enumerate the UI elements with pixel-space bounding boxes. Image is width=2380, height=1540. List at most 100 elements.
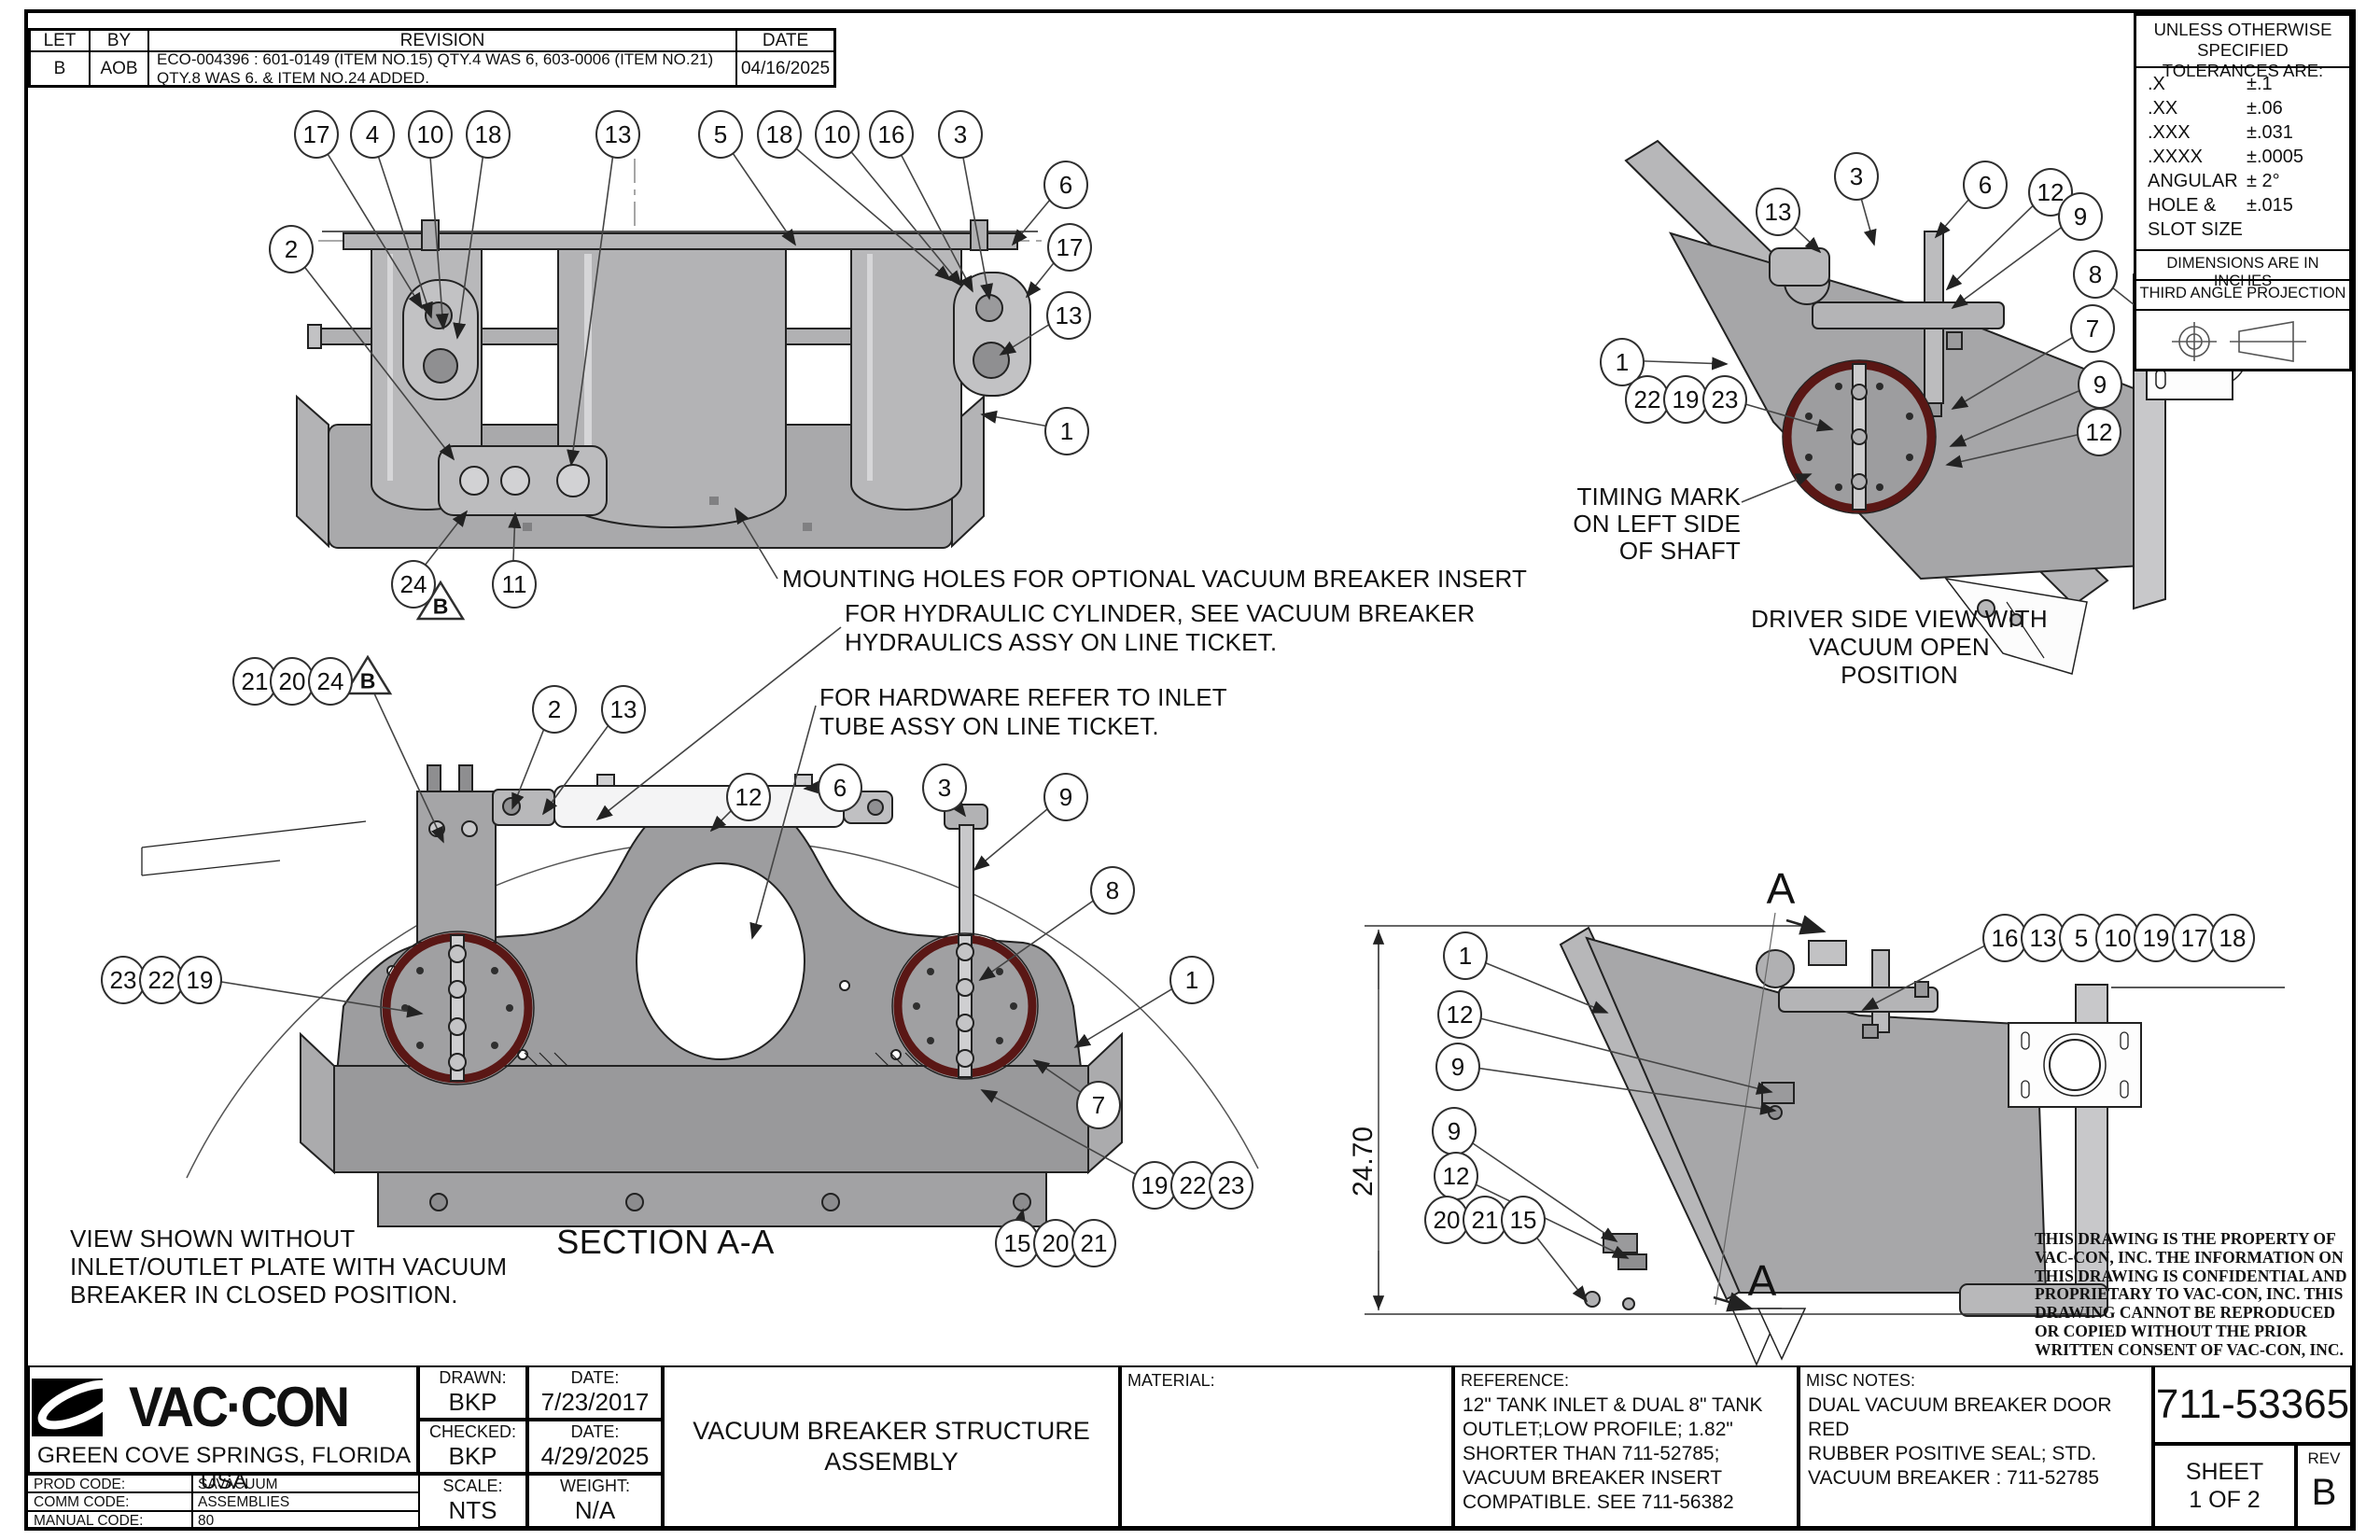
drawn-date-value: 7/23/2017 [540, 1388, 650, 1416]
dimension-24-70: 24.70 [1348, 1126, 1379, 1197]
item-balloon: 9 [2058, 192, 2103, 241]
tol-label-xxxx: .XXXX [2148, 147, 2203, 167]
misc-notes-label: MISC NOTES: [1806, 1371, 1916, 1390]
note-hardware: FOR HARDWARE REFER TO INLET TUBE ASSY ON… [819, 683, 1227, 740]
drawn-date-cell: DATE: 7/23/2017 [527, 1365, 663, 1420]
item-balloon: 2 [269, 225, 314, 273]
item-balloon: 1 [1443, 931, 1488, 980]
tol-value-xxxx: ±.0005 [2247, 147, 2304, 167]
scale-value: NTS [448, 1496, 497, 1524]
logo-wordmark: VAC·CON [129, 1375, 350, 1438]
section-marker-letter: A [1766, 864, 1796, 913]
tol-label-xx: .XX [2148, 98, 2178, 119]
manual-code-value: 80 [198, 1512, 215, 1529]
sheet-value: 1 OF 2 [2189, 1487, 2261, 1513]
item-balloon: 12 [1434, 1152, 1478, 1200]
item-balloon: 1 [1169, 956, 1214, 1004]
drawing-title: VACUUM BREAKER STRUCTURE ASSEMBLY [693, 1417, 1090, 1476]
item-balloon: 13 [1756, 188, 1800, 236]
tol-value-angular: ± 2° [2247, 171, 2280, 191]
rev-label: REV [2307, 1449, 2341, 1467]
item-balloon: 10 [408, 110, 453, 159]
revision-table: LET BY REVISION DATE B AOB ECO-004396 : … [28, 28, 836, 88]
scale-label: SCALE: [442, 1477, 503, 1495]
note-timing-mark: TIMING MARK ON LEFT SIDE OF SHAFT [1573, 483, 1741, 565]
prod-code-value: SAVACUUM [198, 1477, 278, 1492]
tol-label-slot: SLOT SIZE [2148, 219, 2243, 240]
item-balloon: 5 [698, 110, 743, 159]
prod-code-label: PROD CODE: [34, 1477, 126, 1492]
item-balloon: 3 [922, 763, 967, 812]
rev-description: ECO-004396 : 601-0149 (ITEM NO.15) QTY.4… [149, 50, 737, 87]
scale-cell: SCALE: NTS [418, 1474, 527, 1528]
comm-code-row: COMM CODE: ASSEMBLIES [28, 1491, 418, 1511]
material-label: MATERIAL: [1127, 1371, 1215, 1390]
sheet-label: SHEET [2185, 1459, 2264, 1485]
drawn-value: BKP [448, 1388, 497, 1416]
rev-by: AOB [91, 52, 149, 85]
tol-value-xx: ±.06 [2247, 98, 2283, 119]
sheet-cell: SHEET 1 OF 2 [2153, 1444, 2296, 1528]
item-balloon: 24 [308, 657, 353, 706]
tol-value-x: ±.1 [2247, 74, 2273, 94]
confidentiality-notice: THIS DRAWING IS THE PROPERTY OF VAC-CON,… [2035, 1229, 2347, 1359]
third-angle-projection-icon [2172, 321, 2306, 362]
comm-code-label: COMM CODE: [34, 1494, 130, 1511]
item-balloon: 17 [2172, 914, 2217, 962]
flag-note-triangle: B [432, 594, 449, 619]
item-balloon: 7 [2070, 304, 2115, 353]
rev-col-revision: REVISION [149, 31, 737, 52]
checked-date-label: DATE: [570, 1422, 620, 1441]
drawing-title-cell: VACUUM BREAKER STRUCTURE ASSEMBLY [663, 1365, 1120, 1528]
tol-label-x: .X [2148, 74, 2165, 94]
item-balloon: 10 [815, 110, 860, 159]
weight-cell: WEIGHT: N/A [527, 1474, 663, 1528]
item-balloon: 3 [1834, 152, 1879, 201]
comm-code-value: ASSEMBLIES [198, 1494, 290, 1511]
note-mounting-holes: MOUNTING HOLES FOR OPTIONAL VACUUM BREAK… [782, 565, 1528, 593]
checked-date-value: 4/29/2025 [540, 1442, 650, 1470]
caption-driver-side-view: DRIVER SIDE VIEW WITH VACUUM OPEN POSITI… [1751, 605, 2048, 689]
prod-code-row: PROD CODE: SAVACUUM [28, 1474, 418, 1492]
rev-col-by: BY [91, 31, 149, 52]
vaccon-logo-icon [32, 1379, 119, 1436]
item-balloon: 13 [1046, 291, 1091, 340]
checked-date-cell: DATE: 4/29/2025 [527, 1420, 663, 1474]
tol-label-xxx: .XXX [2148, 122, 2191, 143]
drawn-cell: DRAWN: BKP [418, 1365, 527, 1420]
item-balloon: 9 [1432, 1107, 1477, 1155]
misc-notes-cell: MISC NOTES: DUAL VACUUM BREAKER DOOR RED… [1799, 1365, 2153, 1528]
drawing-number-cell: 711-53365 [2153, 1365, 2352, 1444]
item-balloon: 12 [2077, 408, 2121, 456]
dimensions-note: DIMENSIONS ARE IN INCHES [2166, 255, 2319, 289]
tol-value-hole: ±.015 [2247, 195, 2293, 216]
item-balloon: 16 [869, 110, 914, 159]
item-balloon: 9 [1435, 1043, 1480, 1091]
item-balloon: 12 [1437, 990, 1482, 1039]
item-balloon: 23 [1209, 1161, 1253, 1210]
item-balloon: 6 [1043, 161, 1088, 209]
item-balloon: 10 [2095, 914, 2140, 962]
item-balloon: 18 [2210, 914, 2255, 962]
item-balloon: 8 [2073, 250, 2118, 299]
rev-cell: REV B [2296, 1444, 2352, 1528]
material-cell: MATERIAL: [1120, 1365, 1453, 1528]
item-balloon: 23 [101, 956, 146, 1004]
reference-text: 12" TANK INLET & DUAL 8" TANK OUTLET;LOW… [1463, 1394, 1763, 1513]
section-marker-letter: A [1747, 1256, 1777, 1305]
item-balloon: 19 [1663, 375, 1708, 424]
item-balloon: 23 [1702, 375, 1747, 424]
item-balloon: 2 [532, 685, 577, 734]
rev-col-date: DATE [737, 31, 833, 52]
tol-value-xxx: ±.031 [2247, 122, 2293, 143]
item-balloon: 8 [1090, 866, 1135, 915]
item-balloon: 13 [595, 110, 640, 159]
caption-section-aa: SECTION A-A [556, 1223, 775, 1261]
rev-col-let: LET [31, 31, 91, 52]
reference-label: REFERENCE: [1461, 1371, 1570, 1390]
drawn-date-label: DATE: [570, 1368, 620, 1387]
flag-note-triangle: B [359, 668, 376, 693]
item-balloon: 1 [1044, 407, 1089, 455]
item-balloon: 21 [1071, 1219, 1116, 1267]
note-view-shown: VIEW SHOWN WITHOUT INLET/OUTLET PLATE WI… [70, 1225, 508, 1309]
